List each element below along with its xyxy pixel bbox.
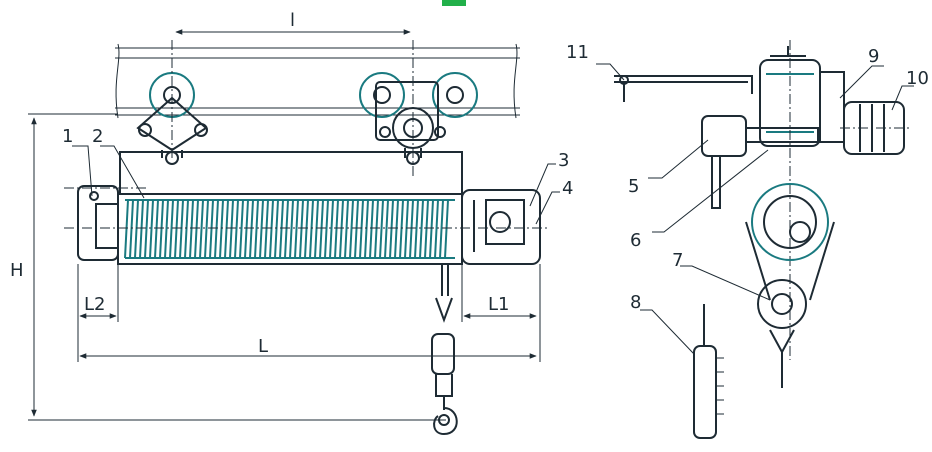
label-H: H — [10, 260, 24, 281]
label-L2: L2 — [84, 294, 105, 315]
callout-6: 6 — [630, 230, 641, 251]
rail-beam — [115, 43, 520, 119]
top-mark — [442, 0, 466, 6]
callout-11: 11 — [566, 42, 589, 63]
callout-1: 1 — [62, 126, 73, 147]
callout-4: 4 — [562, 178, 573, 199]
label-L: L — [258, 336, 268, 357]
callout-2: 2 — [92, 126, 103, 147]
hoist-motor — [461, 189, 541, 265]
callout-9: 9 — [868, 46, 879, 67]
rope-drum — [117, 193, 463, 265]
hoist-frame — [119, 151, 463, 195]
trolley-right — [359, 72, 478, 165]
side-view: 11 9 10 5 6 7 8 — [566, 40, 929, 439]
label-L1: L1 — [488, 294, 509, 315]
label-l: l — [290, 10, 295, 31]
callout-5: 5 — [628, 176, 639, 197]
callout-7: 7 — [672, 250, 683, 271]
hook-block — [431, 264, 458, 436]
front-view: l H L L1 L2 1 2 3 4 — [10, 10, 573, 436]
callout-8: 8 — [630, 292, 641, 313]
callout-10: 10 — [906, 68, 929, 89]
callout-3: 3 — [558, 150, 569, 171]
